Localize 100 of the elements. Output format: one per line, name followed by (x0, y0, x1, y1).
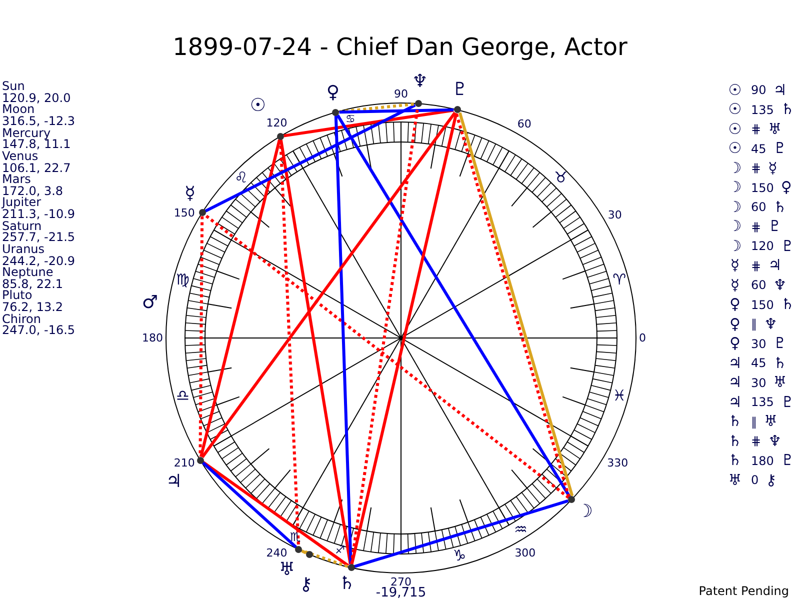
planet-symbol: ☽ (727, 219, 743, 234)
planet-symbol: ♇ (780, 394, 794, 410)
planet-symbol: ♇ (773, 336, 787, 351)
planet-symbol: ♃ (727, 394, 743, 410)
planet-name: Chiron (2, 312, 41, 325)
aspect-value: 45 (751, 142, 766, 154)
aspect-value: 90 (751, 84, 766, 96)
aspect-line (202, 461, 298, 548)
planet-name: Neptune (2, 266, 54, 278)
planet-point (306, 550, 313, 558)
planet-symbol: ♇ (773, 141, 787, 156)
planet-coordinates: 316.5, -12.3 (2, 115, 76, 128)
planet-symbol: ♄ (780, 297, 794, 312)
planet-name: Uranus (2, 242, 45, 255)
aspect-value: 135 (751, 104, 774, 116)
degree-label: 330 (607, 458, 628, 469)
planet-name: Venus (2, 150, 38, 162)
aspect-line (284, 108, 454, 138)
aspect-value: 150 (751, 182, 774, 194)
planet-symbol: ♅ (764, 414, 778, 429)
planet-coordinates: 172.0, 3.8 (2, 184, 64, 197)
aspect-value: ⋕ (751, 435, 762, 447)
planet-point (348, 564, 354, 572)
planet-name: Jupiter (2, 196, 42, 208)
planet-symbol: ♄ (727, 414, 743, 429)
planet-name: Mercury (2, 126, 51, 139)
planet-symbol: ☿ (729, 278, 741, 292)
aspect-value: ⋕ (751, 260, 762, 272)
planet-symbol: ☽ (727, 180, 743, 195)
planet-name: Moon (2, 103, 35, 116)
degree-label: 120 (266, 117, 288, 128)
aspect-line (354, 499, 569, 568)
planet-name: Pluto (2, 289, 32, 302)
planet-symbol: ♄ (773, 200, 787, 214)
planet-coordinates: 85.8, 22.1 (2, 278, 64, 290)
planet-symbol: ♅ (773, 375, 787, 390)
planet-symbol: ⚷ (766, 472, 777, 488)
zodiac-sign-symbol: ♍ (176, 272, 190, 287)
chart-value-label: -19,715 (376, 586, 426, 600)
aspect-line (339, 102, 415, 114)
aspect-value: 30 (751, 376, 766, 388)
aspect-line (350, 106, 420, 564)
aspect-value: ∥ (751, 318, 757, 330)
planet-symbol: ♀ (780, 180, 792, 195)
planet-point (196, 456, 204, 464)
aspect-value: 30 (751, 338, 766, 350)
planet-coordinates: 147.8, 11.1 (2, 138, 71, 150)
aspect-line (279, 140, 300, 546)
aspect-value: 60 (751, 201, 766, 213)
degree-label: 60 (517, 118, 532, 130)
planet-symbol: ♀ (728, 316, 742, 332)
planet-symbol: ♆ (768, 434, 782, 448)
planet-point (295, 546, 302, 554)
aspect-line (279, 140, 352, 564)
planet-glyph: ♂ (142, 294, 158, 312)
planet-glyph: ☿ (184, 185, 196, 203)
zodiac-sign-symbol: ♉ (554, 170, 568, 186)
planet-symbol: ♄ (773, 356, 787, 370)
planet-coordinates: 257.7, -21.5 (2, 231, 76, 244)
planet-glyph: ☉ (250, 97, 266, 115)
planet-symbol: ☉ (727, 102, 743, 117)
planet-symbol: ♀ (728, 336, 742, 351)
aspect-line (200, 139, 281, 458)
planet-symbol: ♃ (773, 82, 787, 98)
planet-name: Mars (2, 173, 31, 186)
aspect-value: ⋕ (751, 123, 762, 135)
planet-symbol: ♃ (727, 375, 743, 390)
aspect-value: 60 (751, 279, 766, 291)
aspect-value: 0 (751, 474, 759, 486)
planet-coordinates: 120.9, 20.0 (2, 92, 71, 104)
degree-label: 210 (174, 458, 195, 469)
degree-label: 30 (608, 209, 622, 220)
degree-label: 90 (394, 88, 408, 100)
aspect-line (204, 104, 416, 213)
aspect-value: 135 (751, 396, 774, 408)
planet-coordinates: 247.0, -16.5 (2, 324, 76, 336)
planet-symbol: ♀ (728, 297, 742, 312)
aspect-value: ⋕ (751, 220, 762, 232)
planet-symbol: ☽ (727, 160, 743, 176)
planet-symbol: ☿ (729, 258, 741, 273)
planet-symbol: ☉ (727, 122, 743, 136)
degree-label: 180 (142, 332, 163, 344)
planet-name: Sun (2, 80, 25, 92)
planet-symbol: ♆ (773, 278, 787, 292)
planet-glyph: ♅ (278, 561, 296, 579)
aspect-value: 120 (751, 240, 774, 252)
planet-point (198, 209, 206, 216)
planet-coordinates: 211.3, -10.9 (2, 208, 76, 220)
aspect-value: ∥ (751, 416, 757, 428)
planet-symbol: ♄ (727, 434, 743, 448)
planet-symbol: ♄ (780, 102, 794, 117)
aspect-line (202, 460, 350, 567)
zodiac-sign-symbol: ♐ (335, 544, 346, 556)
zodiac-sign-symbol: ♑ (452, 548, 466, 564)
planet-symbol: ☽ (727, 200, 743, 214)
zodiac-sign-symbol: ♓ (612, 388, 626, 404)
planet-symbol: ♇ (780, 453, 794, 468)
planet-glyph: ♀ (326, 84, 340, 102)
planet-point (276, 132, 284, 140)
planet-glyph: ☽ (576, 503, 594, 521)
